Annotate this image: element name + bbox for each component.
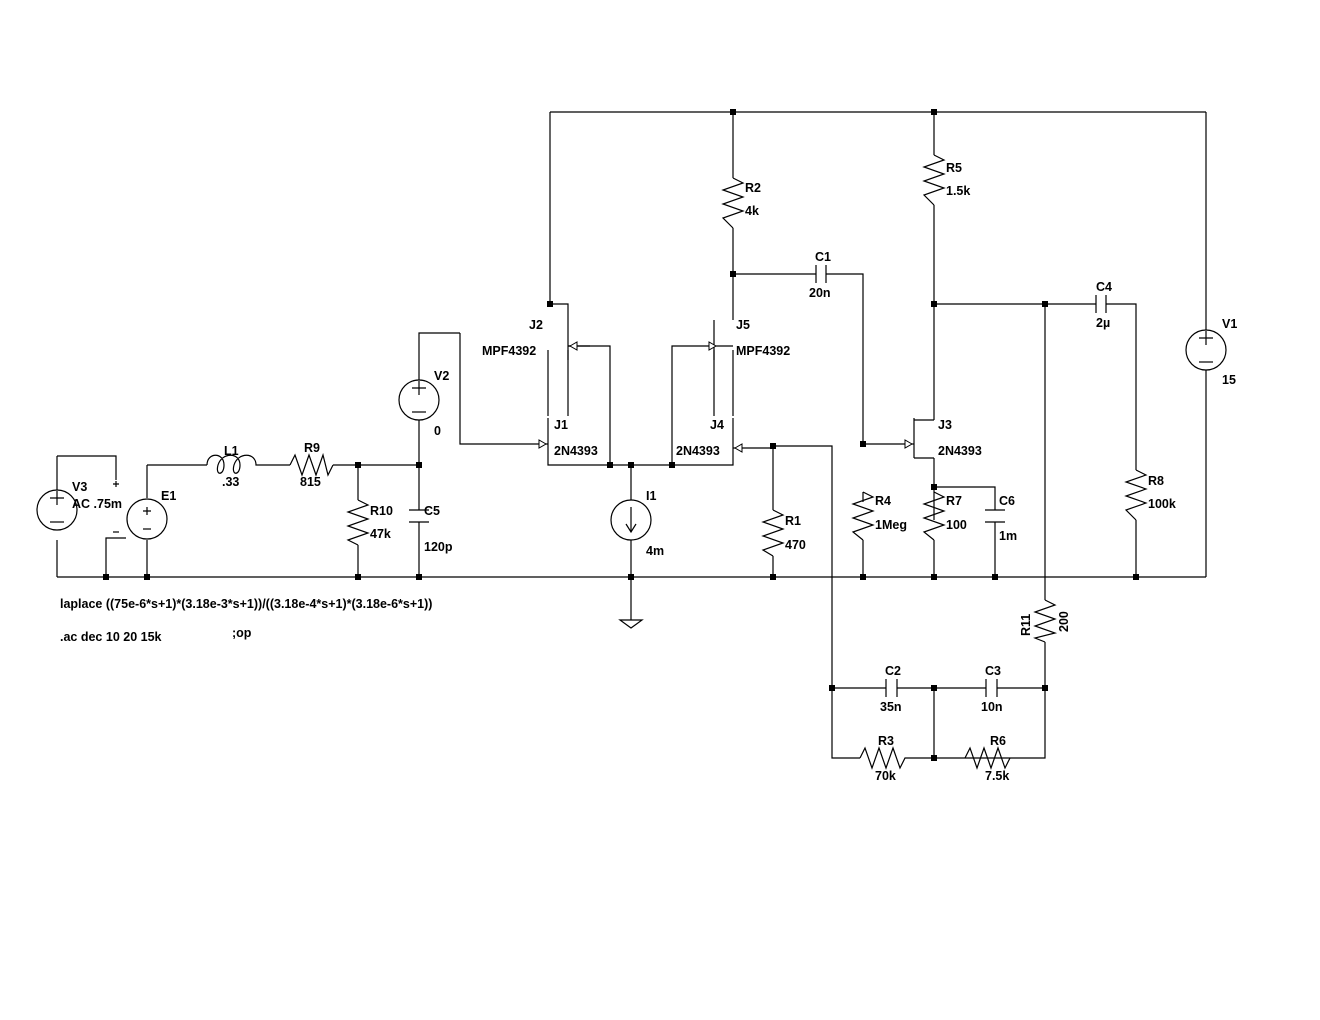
label-c2-value: 35n xyxy=(880,700,902,714)
label-l1-value: .33 xyxy=(222,475,239,489)
label-r4-value: 1Meg xyxy=(875,518,907,532)
resistor-r4 xyxy=(851,491,875,541)
resistor-r9 xyxy=(289,452,334,477)
inductor-l1 xyxy=(206,454,263,474)
vcvs-e1 xyxy=(113,481,168,540)
label-i1-ref: I1 xyxy=(646,489,656,503)
label-r3-ref: R3 xyxy=(878,734,894,748)
resistor-r2 xyxy=(721,177,745,229)
resistor-r10 xyxy=(346,499,370,546)
label-j5-ref: J5 xyxy=(736,318,750,332)
ground-symbol xyxy=(618,619,644,629)
label-v3-value: AC .75m xyxy=(72,497,122,511)
label-j2-ref: J2 xyxy=(529,318,543,332)
label-j5-model: MPF4392 xyxy=(736,344,790,358)
label-c3-value: 10n xyxy=(981,700,1003,714)
voltage-source-v3 xyxy=(36,456,78,531)
capacitor-c2 xyxy=(885,679,898,697)
capacitor-c4 xyxy=(1095,295,1107,313)
resistor-r5 xyxy=(922,154,946,206)
resistor-r7 xyxy=(922,491,946,541)
jfet-j3 xyxy=(904,418,934,459)
label-j1-ref: J1 xyxy=(554,418,568,432)
label-r5-ref: R5 xyxy=(946,161,962,175)
label-c1-ref: C1 xyxy=(815,250,831,264)
label-r4-ref: R4 xyxy=(875,494,891,508)
label-r9-value: 815 xyxy=(300,475,321,489)
voltage-source-v1 xyxy=(1185,329,1227,371)
label-r6-value: 7.5k xyxy=(985,769,1009,783)
label-r11-ref: R11 xyxy=(1019,614,1033,636)
capacitor-c1 xyxy=(815,265,827,283)
label-r9-ref: R9 xyxy=(304,441,320,455)
label-j3-ref: J3 xyxy=(938,418,952,432)
jfet-j1 xyxy=(528,418,549,458)
label-r5-value: 1.5k xyxy=(946,184,970,198)
jfet-j2 xyxy=(567,320,590,360)
label-v2-value: 0 xyxy=(434,424,441,438)
label-j4-model: 2N4393 xyxy=(676,444,720,458)
label-c4-value: 2µ xyxy=(1096,316,1110,330)
current-source-i1 xyxy=(610,499,652,541)
label-v1-ref: V1 xyxy=(1222,317,1237,331)
resistor-r6 xyxy=(964,746,1011,770)
label-r2-value: 4k xyxy=(745,204,759,218)
label-i1-value: 4m xyxy=(646,544,664,558)
label-r7-ref: R7 xyxy=(946,494,962,508)
label-j1-model: 2N4393 xyxy=(554,444,598,458)
label-c5-ref: C5 xyxy=(424,504,440,518)
label-r1-ref: R1 xyxy=(785,514,801,528)
label-r3-value: 70k xyxy=(875,769,896,783)
label-c4-ref: C4 xyxy=(1096,280,1112,294)
directive-op: ;op xyxy=(232,626,252,640)
label-v3-ref: V3 xyxy=(72,480,87,494)
label-j3-model: 2N4393 xyxy=(938,444,982,458)
label-v2-ref: V2 xyxy=(434,369,449,383)
label-v1-value: 15 xyxy=(1222,373,1236,387)
label-j2-model: MPF4392 xyxy=(482,344,536,358)
label-e1-ref: E1 xyxy=(161,489,176,503)
resistor-r1 xyxy=(761,509,785,557)
label-r10-ref: R10 xyxy=(370,504,393,518)
label-c6-value: 1m xyxy=(999,529,1017,543)
capacitor-c3 xyxy=(985,679,998,697)
directive-ac: .ac dec 10 20 15k xyxy=(60,630,162,644)
wires xyxy=(56,111,1207,759)
label-r6-ref: R6 xyxy=(990,734,1006,748)
label-r11-value: 200 xyxy=(1057,611,1071,632)
capacitor-c6 xyxy=(985,509,1005,523)
label-r8-value: 100k xyxy=(1148,497,1176,511)
component-labels: J2 MPF4392 J1 2N4393 J5 MPF4392 J4 2N439… xyxy=(72,161,1237,783)
resistor-r11 xyxy=(1033,599,1058,643)
capacitor-c5 xyxy=(409,509,429,523)
resistor-r8 xyxy=(1124,469,1148,521)
jfet-j4 xyxy=(732,418,752,458)
label-r8-ref: R8 xyxy=(1148,474,1164,488)
label-r2-ref: R2 xyxy=(745,181,761,195)
label-r1-value: 470 xyxy=(785,538,806,552)
label-j4-ref: J4 xyxy=(710,418,724,432)
spice-directives: laplace ((75e-6*s+1)*(3.18e-3*s+1))/((3.… xyxy=(60,597,432,644)
jfet-j5 xyxy=(708,320,733,360)
directive-laplace: laplace ((75e-6*s+1)*(3.18e-3*s+1))/((3.… xyxy=(60,597,432,611)
voltage-source-v2 xyxy=(398,379,440,421)
resistor-r3 xyxy=(859,746,910,770)
label-c2-ref: C2 xyxy=(885,664,901,678)
label-c1-value: 20n xyxy=(809,286,831,300)
label-c5-value: 120p xyxy=(424,540,453,554)
label-r10-value: 47k xyxy=(370,527,391,541)
junction-dots xyxy=(103,109,1139,761)
label-l1-ref: L1 xyxy=(224,444,239,458)
label-r7-value: 100 xyxy=(946,518,967,532)
label-c6-ref: C6 xyxy=(999,494,1015,508)
label-c3-ref: C3 xyxy=(985,664,1001,678)
